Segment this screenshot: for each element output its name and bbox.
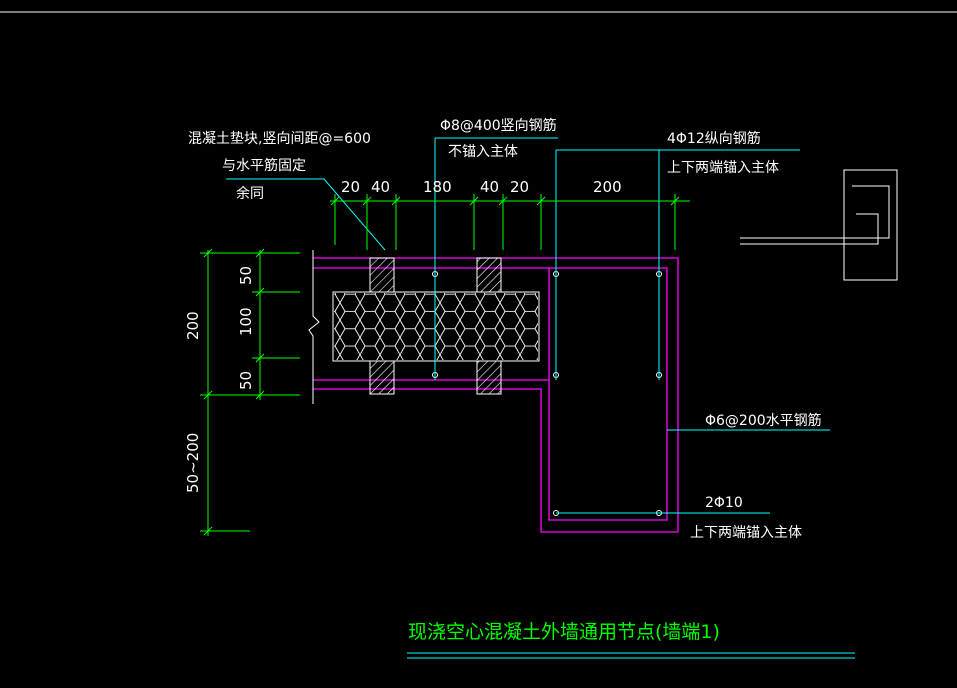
bottom-bar-note: 上下两端锚入主体 [690, 525, 802, 541]
pad-note-line3: 余同 [236, 185, 264, 202]
drawing-title: 现浇空心混凝土外墙通用节点(墙端1) [408, 621, 720, 643]
dim-top-40b: 40 [480, 178, 499, 196]
dim-top-200: 200 [593, 178, 622, 196]
dim-left-50b: 50 [237, 371, 255, 390]
dim-left-50a: 50 [237, 266, 255, 285]
leader-lines [226, 137, 830, 514]
longitudinal-bar-label: 4Φ12纵向钢筋 [667, 130, 761, 147]
dim-left-200: 200 [184, 311, 202, 340]
bottom-bar-label: 2Φ10 [705, 495, 743, 511]
pad-note-line2: 与水平筋固定 [222, 157, 306, 174]
wall-outline [313, 257, 679, 533]
pad-note-line1: 混凝土垫块,竖向间距@=600 [188, 131, 371, 147]
dim-top-20a: 20 [341, 178, 360, 196]
reference-symbol [740, 169, 898, 281]
dim-top-180: 180 [423, 178, 452, 196]
longitudinal-bar-note: 上下两端锚入主体 [667, 160, 779, 176]
dim-left-100: 100 [237, 307, 255, 336]
break-line [308, 250, 320, 404]
dim-left-50-200: 50~200 [184, 433, 202, 493]
insulation-hex-fill [334, 293, 538, 360]
dim-top-40a: 40 [371, 178, 390, 196]
vertical-bar-label: Φ8@400竖向钢筋 [440, 117, 557, 134]
vertical-bar-note: 不锚入主体 [448, 144, 518, 160]
dim-top-20b: 20 [510, 178, 529, 196]
dimension-lines [200, 194, 690, 536]
horizontal-bar-label: Φ6@200水平钢筋 [705, 412, 822, 429]
